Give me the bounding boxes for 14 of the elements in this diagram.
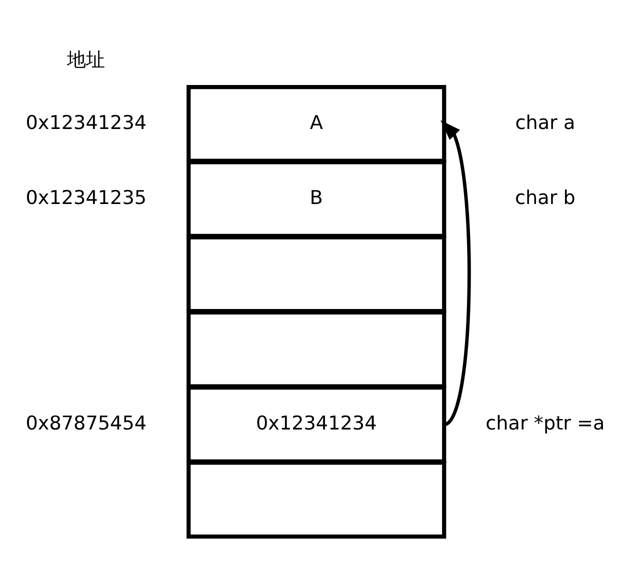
node-box [186, 460, 446, 539]
node-label: 0x12341234 [26, 110, 147, 134]
node-label: 0x87875454 [26, 412, 147, 435]
node-box: B [186, 160, 446, 238]
node-box: A [186, 84, 446, 163]
node-label: char *ptr =a [486, 412, 605, 435]
label: 地址 [67, 48, 106, 72]
node-box [186, 310, 446, 388]
node-box [186, 235, 446, 314]
node-box: 0x12341234 [186, 386, 446, 464]
node-label: char b [515, 186, 576, 210]
node-label: 0x12341235 [26, 186, 147, 210]
arrow [440, 120, 471, 426]
node-label: char a [515, 110, 576, 134]
